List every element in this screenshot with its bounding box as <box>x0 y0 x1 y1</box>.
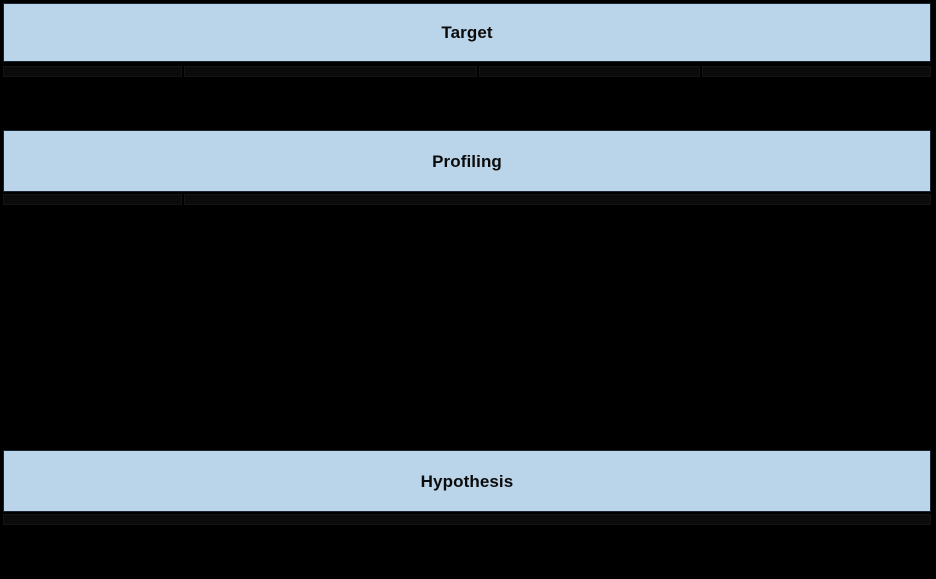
content-box-target-cell-3[interactable] <box>478 66 701 77</box>
section-title-hypothesis: Hypothesis <box>420 471 514 491</box>
content-box-target-cell-2[interactable] <box>183 66 477 77</box>
content-box-target-cell-4[interactable] <box>702 66 931 77</box>
content-box-profiling-cell-1[interactable] <box>3 194 182 205</box>
section-content-row-hypothesis <box>3 514 931 525</box>
section-band-hypothesis[interactable]: Hypothesis <box>3 450 931 512</box>
section-title-target: Target <box>441 23 493 42</box>
section-band-profiling[interactable]: Profiling <box>3 130 931 192</box>
section-title-profiling: Profiling <box>432 151 502 171</box>
section-body-target <box>0 77 936 130</box>
content-box-target-cell-1[interactable] <box>3 66 182 77</box>
section-content-row-profiling <box>3 194 931 205</box>
section-content-row-target <box>3 66 931 77</box>
section-band-target[interactable]: Target <box>3 3 931 62</box>
section-body-hypothesis <box>0 525 936 579</box>
content-box-hypothesis-cell-1[interactable] <box>3 514 931 525</box>
section-body-profiling <box>0 205 936 450</box>
content-box-profiling-cell-2[interactable] <box>184 194 931 205</box>
